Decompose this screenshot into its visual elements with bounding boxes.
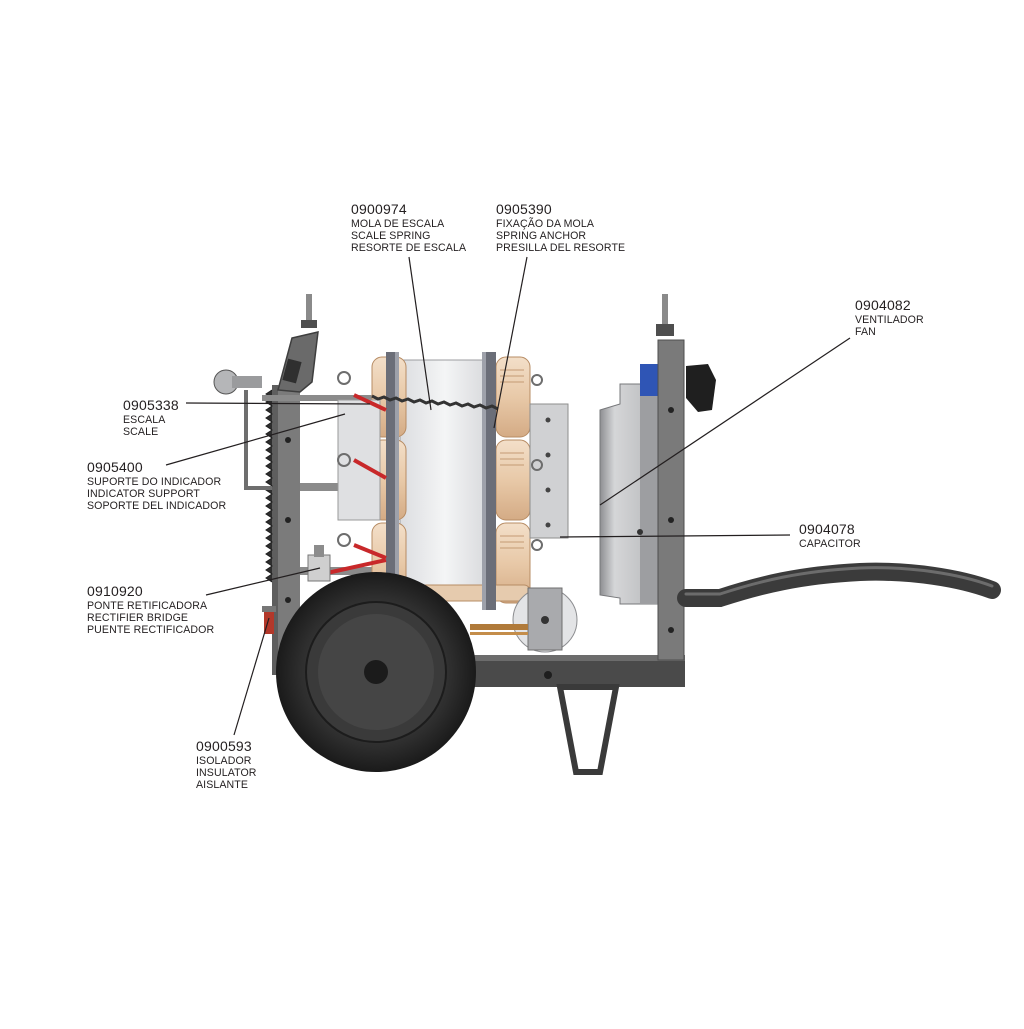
leader-0910920 <box>205 567 321 596</box>
label-en: CAPACITOR <box>799 538 861 551</box>
hose <box>677 562 1001 607</box>
leader-lines <box>165 256 851 736</box>
label-en: SCALE SPRING <box>351 230 431 243</box>
transformer <box>262 352 569 610</box>
part-number: 0904082 <box>855 297 911 313</box>
label-pt: SUPORTE DO INDICADOR <box>87 476 222 489</box>
callout-spring-anchor: 0905390 FIXAÇÃO DA MOLA SPRING ANCHOR PR… <box>496 201 625 255</box>
scale-spring <box>371 394 499 411</box>
insulator <box>262 606 276 634</box>
part-number: 0904078 <box>799 521 855 537</box>
leader-0905390 <box>493 256 528 429</box>
label-en: SPRING ANCHOR <box>496 230 587 243</box>
callout-scale-spring: 0900974 MOLA DE ESCALA SCALE SPRING RESO… <box>351 201 466 255</box>
wheel <box>276 572 476 772</box>
callout-fan: 0904082 VENTILADOR FAN <box>855 297 924 338</box>
part-number: 0905400 <box>87 459 143 475</box>
label-pt: FIXAÇÃO DA MOLA <box>496 218 595 231</box>
label-es: AISLANTE <box>196 779 249 792</box>
label-en: INDICATOR SUPPORT <box>87 488 200 501</box>
label-es: SOPORTE DEL INDICADOR <box>87 500 227 513</box>
callout-insulator: 0900593 ISOLADOR INSULATOR AISLANTE <box>196 738 257 792</box>
label-en: SCALE <box>123 426 159 439</box>
leader-0905338 <box>185 402 371 405</box>
label-en: INSULATOR <box>196 767 257 780</box>
callout-indicator-support: 0905400 SUPORTE DO INDICADOR INDICATOR S… <box>87 459 226 513</box>
leader-0904082 <box>599 337 851 506</box>
label-en: FAN <box>855 326 876 339</box>
fan <box>599 364 659 605</box>
part-number: 0900974 <box>351 201 407 217</box>
part-number: 0905390 <box>496 201 552 217</box>
rectifier-bridge <box>307 545 331 582</box>
leader-0900974 <box>408 256 432 411</box>
part-number: 0900593 <box>196 738 252 754</box>
leader-0904078 <box>559 534 791 538</box>
label-pt: MOLA DE ESCALA <box>351 218 445 231</box>
label-pt: VENTILADOR <box>855 314 924 327</box>
leader-0905400 <box>165 413 346 466</box>
label-en: RECTIFIER BRIDGE <box>87 612 189 625</box>
label-pt: ESCALA <box>123 414 166 427</box>
callout-scale: 0905338 ESCALA SCALE <box>123 397 179 438</box>
part-number: 0905338 <box>123 397 179 413</box>
label-es: PRESILLA DEL RESORTE <box>496 242 626 255</box>
callout-rectifier-bridge: 0910920 PONTE RETIFICADORA RECTIFIER BRI… <box>87 583 214 637</box>
label-pt: PONTE RETIFICADORA <box>87 600 208 613</box>
label-es: PUENTE RECTIFICADOR <box>87 624 215 637</box>
pulley <box>470 587 578 653</box>
part-number: 0910920 <box>87 583 143 599</box>
right-frame <box>656 294 716 661</box>
leader-0900593 <box>233 617 270 736</box>
callout-capacitor: 0904078 CAPACITOR <box>799 521 861 550</box>
label-pt: ISOLADOR <box>196 755 252 768</box>
label-es: RESORTE DE ESCALA <box>351 242 467 255</box>
